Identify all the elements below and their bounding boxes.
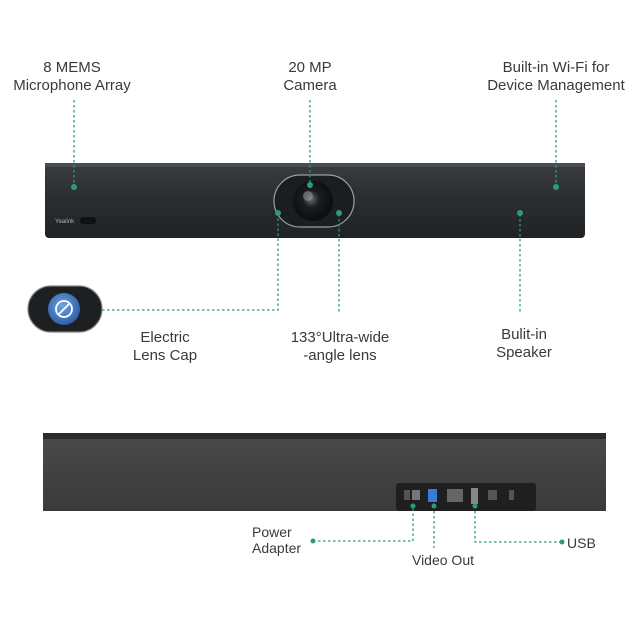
hdmi-port-icon [428, 489, 437, 502]
label-wifi-line1: Built-in Wi-Fi for [502, 59, 610, 76]
label-usb-text: USB [567, 535, 596, 551]
label-power-line2: Adapter [252, 540, 302, 556]
label-lens-cap: Electric Lens Cap [115, 329, 215, 365]
ethernet-port-icon [447, 489, 463, 502]
video-bar-front [45, 163, 585, 238]
dc-switch-icon [404, 490, 410, 500]
usb-port-icon [471, 488, 478, 504]
label-power-line1: Power [252, 524, 292, 540]
label-video-out-text: Video Out [411, 552, 474, 568]
label-mic-line1: 8 MEMS [43, 59, 101, 76]
label-wifi: Built-in Wi-Fi for Device Management [474, 59, 638, 95]
label-lens-cap-line1: Electric [140, 329, 190, 346]
label-camera-line2: Camera [283, 77, 337, 94]
label-power-adapter: Power Adapter [252, 524, 312, 556]
label-speaker-line2: Speaker [496, 344, 552, 361]
label-wifi-line2: Device Management [487, 77, 625, 94]
lens-cap-inset [27, 285, 103, 333]
callout-lines [73, 100, 562, 548]
label-camera-line1: 20 MP [288, 59, 332, 76]
brand-logo: Yealink [55, 219, 75, 225]
callout-dots [71, 182, 565, 545]
label-lens-line2: -angle lens [303, 347, 377, 364]
label-mic-line2: Microphone Array [13, 77, 131, 94]
label-lens-cap-line2: Lens Cap [132, 347, 198, 364]
video-bar-back [43, 433, 606, 511]
label-lens: 133°Ultra-wide -angle lens [272, 329, 408, 365]
label-usb: USB [567, 534, 603, 552]
label-lens-line1: 133°Ultra-wide [290, 329, 390, 346]
camera-lens-icon [293, 181, 333, 221]
label-video-out: Video Out [403, 551, 483, 569]
label-mic-array: 8 MEMS Microphone Array [2, 59, 142, 95]
label-speaker-line1: Bulit-in [501, 326, 547, 343]
label-speaker: Bulit-in Speaker [479, 326, 569, 362]
label-camera: 20 MP Camera [260, 59, 360, 95]
power-port-icon [412, 490, 420, 500]
